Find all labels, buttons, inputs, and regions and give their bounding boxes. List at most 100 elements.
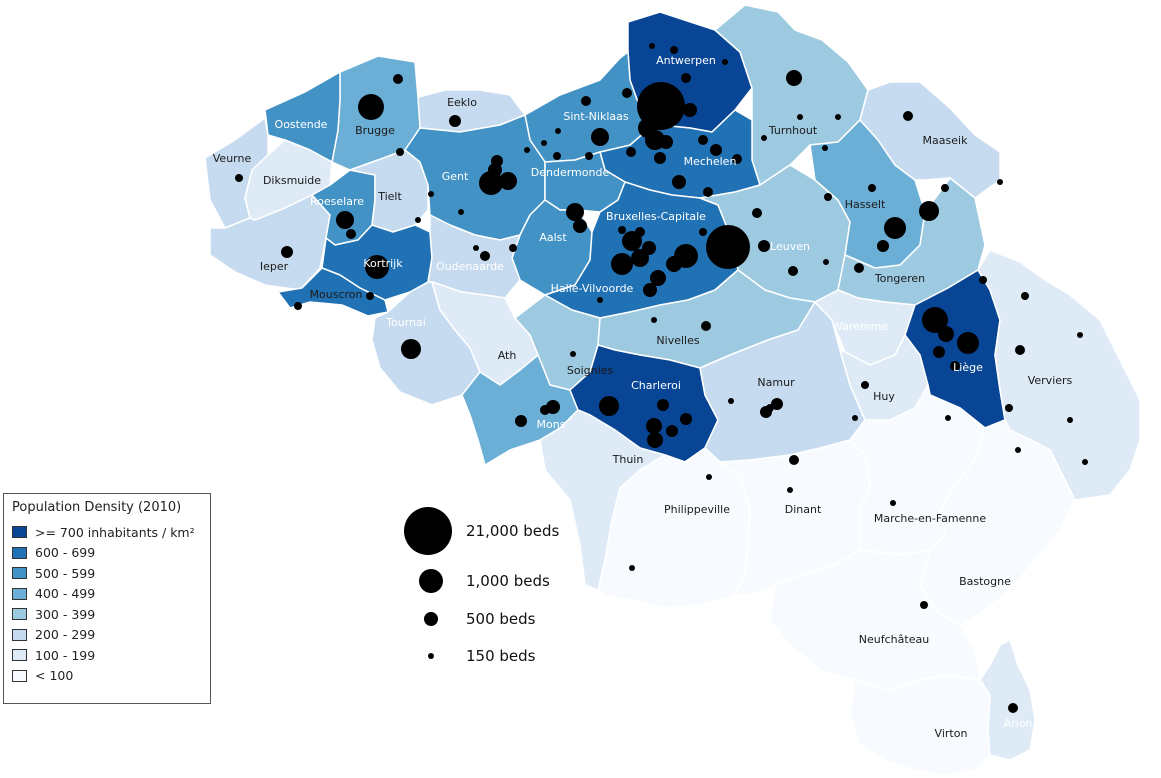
legend-label: 100 - 199: [35, 647, 96, 663]
hospital-bed-circle: [358, 94, 384, 120]
size-legend-circle: [424, 612, 438, 626]
district-gent: [404, 114, 546, 241]
hospital-bed-circle: [710, 144, 722, 156]
legend-label: 600 - 699: [35, 545, 96, 561]
district-label: Neufchâteau: [859, 633, 929, 646]
hospital-bed-circle: [281, 246, 293, 258]
hospital-bed-circle: [573, 219, 587, 233]
hospital-bed-circle: [491, 155, 503, 167]
hospital-bed-circle: [950, 361, 960, 371]
district-label: Veurne: [213, 152, 252, 165]
district-label: Nivelles: [656, 334, 699, 347]
hospital-bed-circle: [540, 405, 550, 415]
hospital-bed-circle: [415, 217, 421, 223]
hospital-bed-circle: [499, 172, 517, 190]
hospital-bed-circle: [670, 46, 678, 54]
district-label: Verviers: [1028, 374, 1073, 387]
hospital-bed-circle: [515, 415, 527, 427]
district-label: Diksmuide: [263, 174, 321, 187]
hospital-bed-circle: [650, 270, 666, 286]
hospital-bed-circle: [581, 96, 591, 106]
legend-swatch: [12, 608, 27, 621]
district-label: Leuven: [770, 240, 810, 253]
hospital-bed-circle: [732, 154, 742, 164]
district-bastogne: [919, 419, 1076, 626]
size-legend-circle: [428, 653, 434, 659]
hospital-bed-circle: [622, 88, 632, 98]
legend-swatch: [12, 628, 27, 641]
hospital-bed-circle: [629, 565, 635, 571]
hospital-bed-circle: [1021, 292, 1029, 300]
district-label: Eeklo: [447, 96, 477, 109]
district-verviers: [977, 249, 1141, 501]
hospital-bed-circle: [722, 59, 728, 65]
hospital-bed-circle: [473, 245, 479, 251]
hospital-bed-circle: [938, 326, 954, 342]
hospital-bed-circle: [701, 321, 711, 331]
district-label: Brugge: [355, 124, 395, 137]
hospital-bed-circle: [666, 425, 678, 437]
hospital-bed-circle: [647, 432, 663, 448]
hospital-bed-circle: [786, 70, 802, 86]
district-label: Antwerpen: [656, 54, 716, 67]
legend-label: 400 - 499: [35, 586, 96, 602]
hospital-bed-circle: [761, 135, 767, 141]
hospital-bed-circle: [698, 135, 708, 145]
hospital-bed-circle: [683, 103, 697, 117]
district-label: Maaseik: [923, 134, 969, 147]
district-labels: AntwerpenTurnhoutMechelenSint-NiklaasEek…: [213, 54, 1073, 740]
size-legend-label: 1,000 beds: [466, 572, 550, 590]
district-label: Bastogne: [959, 575, 1011, 588]
hospital-bed-circle: [903, 111, 913, 121]
legend-row: 600 - 699: [12, 543, 202, 564]
district-label: Dinant: [785, 503, 822, 516]
district-label: Ath: [498, 349, 517, 362]
hospital-bed-circle: [1015, 447, 1021, 453]
hospital-bed-circle: [637, 82, 685, 130]
hospital-bed-circle: [823, 259, 829, 265]
hospital-bed-circle: [646, 418, 662, 434]
hospital-bed-circle: [585, 152, 593, 160]
district-label: Oudenaarde: [436, 260, 504, 273]
district-neufch-teau: [769, 549, 981, 691]
hospital-bed-circle: [752, 208, 762, 218]
hospital-bed-circle: [788, 266, 798, 276]
legend-swatch: [12, 649, 27, 662]
hospital-bed-circle: [599, 396, 619, 416]
legend-label: 300 - 399: [35, 606, 96, 622]
hospital-bed-circle: [651, 317, 657, 323]
hospital-bed-circle: [657, 399, 669, 411]
district-label: Tournai: [385, 316, 426, 329]
legend-label: 500 - 599: [35, 565, 96, 581]
district-label: Philippeville: [664, 503, 730, 516]
district-label: Arlon: [1004, 717, 1033, 730]
hospital-bed-circle: [787, 487, 793, 493]
hospital-bed-circle: [626, 147, 636, 157]
district-label: Mechelen: [684, 155, 737, 168]
size-legend-label: 21,000 beds: [466, 522, 560, 540]
legend-label: < 100: [35, 668, 74, 684]
legend-rows: >= 700 inhabitants / km² 600 - 699 500 - 5…: [12, 522, 202, 686]
hospital-bed-circle: [672, 175, 686, 189]
hospital-bed-circle: [1008, 703, 1018, 713]
hospital-bed-circle: [294, 302, 302, 310]
hospital-bed-circle: [979, 276, 987, 284]
legend-swatch: [12, 567, 27, 580]
legend-row: 200 - 299: [12, 625, 202, 646]
hospital-bed-circle: [854, 263, 864, 273]
legend-swatch: [12, 526, 27, 539]
hospital-bed-circle: [659, 135, 673, 149]
hospital-bed-circle: [570, 351, 576, 357]
hospital-bed-circle: [835, 114, 841, 120]
hospital-bed-circle: [680, 413, 692, 425]
hospital-bed-circles: [235, 43, 1088, 713]
hospital-bed-circle: [555, 128, 561, 134]
legend-label: >= 700 inhabitants / km²: [35, 524, 195, 540]
hospital-bed-circle: [428, 191, 434, 197]
district-label: Waremme: [832, 320, 888, 333]
district-label: Aalst: [539, 231, 567, 244]
hospital-bed-circle: [635, 227, 645, 237]
hospital-bed-circle: [1067, 417, 1073, 423]
